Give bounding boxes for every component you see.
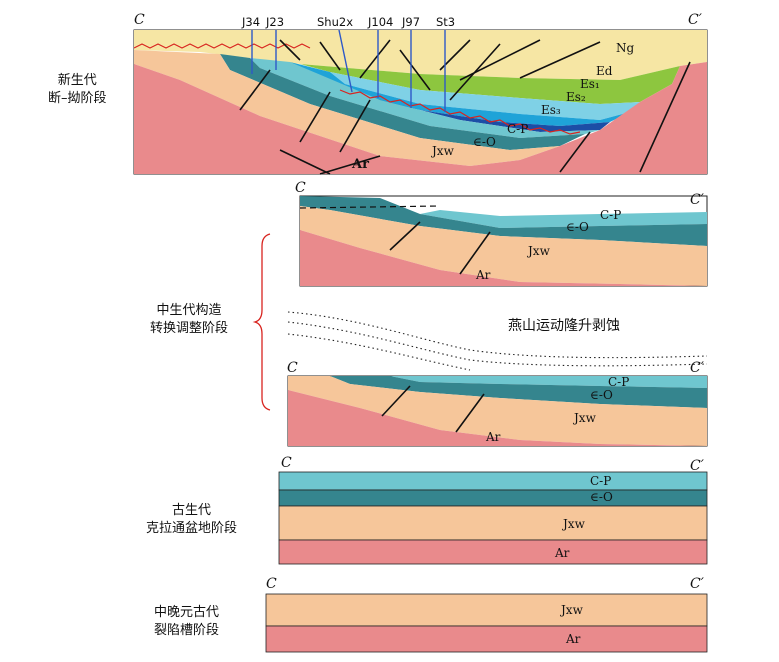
unit-label-cp-1: C-P	[507, 122, 528, 136]
stage-label-paleozoic-line2: 克拉通盆地阶段	[146, 521, 238, 536]
section-end-label: C′	[688, 12, 703, 28]
unit-label-jxw-1: Jxw	[430, 144, 455, 158]
erosion-boundary-dash	[299, 205, 441, 209]
stage-label-paleozoic: 古生代 克拉通盆地阶段	[146, 502, 237, 538]
stage-label-proterozoic: 中晚元古代 裂陷槽阶段	[154, 604, 219, 640]
layer-ar-3	[288, 390, 707, 446]
unit-label-ng: Ng	[616, 41, 635, 55]
unit-label-eo-3: ∈-O	[590, 388, 613, 402]
event-label-yanshan: 燕山运动隆升剥蚀	[508, 318, 620, 334]
section-end-label-2: C′	[690, 192, 705, 208]
uplift-erosion-curves	[287, 311, 708, 371]
unit-label-es3: Es₃	[541, 103, 561, 117]
layer-cp-1	[250, 58, 600, 138]
section-end-label-3: C′	[690, 360, 705, 376]
unit-label-jxw-3: Jxw	[572, 411, 597, 425]
stage-label-proterozoic-line2: 裂陷槽阶段	[154, 623, 220, 638]
layer-es3	[350, 94, 610, 132]
well-label-shu2x: Shu2x	[317, 15, 353, 29]
panel-proterozoic: C C′ Jxw Ar	[265, 576, 708, 653]
layer-jxw-5	[265, 593, 708, 627]
layer-eo-4	[278, 489, 708, 507]
stage-label-mesozoic-line2: 转换调整阶段	[150, 321, 229, 336]
well-label-j34: J34	[241, 15, 260, 29]
layer-cp-4	[278, 471, 708, 491]
stage-label-mesozoic: 中生代构造 转换调整阶段	[150, 302, 228, 338]
section-end-label-5: C′	[690, 576, 705, 592]
stage-label-cenozoic: 新生代 断–拗阶段	[48, 72, 107, 108]
unit-label-ar-5: Ar	[565, 632, 581, 646]
section-start-label-5: C	[266, 576, 277, 592]
unit-label-cp-3: C-P	[608, 375, 629, 389]
section-end-label-4: C′	[690, 458, 705, 474]
layer-eo-3	[330, 376, 707, 408]
well-bores	[251, 29, 446, 112]
unit-label-ar-2: Ar	[475, 268, 491, 282]
stage-label-cenozoic-line1: 新生代	[57, 73, 97, 88]
unit-label-eo-1: ∈-O	[473, 135, 496, 149]
layer-eo-1	[220, 54, 585, 150]
unit-label-cp-2: C-P	[600, 208, 621, 222]
well-label-st3: St3	[436, 15, 455, 29]
section-start-label: C	[134, 12, 145, 28]
stage-label-mesozoic-line1: 中生代构造	[156, 303, 222, 318]
layer-ed	[300, 64, 680, 104]
unit-label-eo-4: ∈-O	[590, 490, 613, 504]
well-bore-shu2x	[338, 29, 353, 93]
section-start-label-4: C	[281, 455, 292, 471]
section-start-label-2: C	[295, 180, 306, 196]
panel-mesozoic-lower: C C′ C-P ∈-O Jxw Ar	[287, 360, 708, 447]
well-labels: J34 J23 Shu2x J104 J97 St3	[241, 15, 455, 29]
layer-eo-2	[300, 196, 707, 246]
unit-label-ar-3: Ar	[485, 430, 501, 444]
panel-paleozoic: C C′ C-P ∈-O Jxw Ar	[278, 455, 708, 565]
layer-jxw-1	[134, 50, 560, 166]
unit-label-ar-4: Ar	[554, 546, 570, 560]
unit-label-es1: Es₁	[580, 77, 600, 91]
faults-mesozoic-upper	[389, 221, 491, 275]
well-label-j97: J97	[401, 15, 420, 29]
unit-label-eo-2: ∈-O	[566, 220, 589, 234]
layer-ar-5	[265, 625, 708, 653]
layer-ar-2	[300, 230, 707, 286]
unit-label-jxw-4: Jxw	[561, 517, 586, 531]
layer-ng	[134, 30, 707, 80]
faults-cenozoic	[239, 39, 691, 175]
stage-label-paleozoic-line1: 古生代	[172, 503, 212, 518]
unit-label-cp-4: C-P	[590, 474, 611, 488]
well-label-j104: J104	[367, 15, 393, 29]
section-start-label-3: C	[287, 360, 298, 376]
well-label-j23: J23	[265, 15, 284, 29]
unit-label-jxw-5: Jxw	[559, 603, 584, 617]
unit-label-jxw-2: Jxw	[526, 244, 551, 258]
layer-jxw-3	[288, 376, 707, 446]
stage-label-proterozoic-line1: 中晚元古代	[154, 605, 220, 620]
faults-mesozoic-lower	[381, 385, 485, 433]
unconformity-line-basin	[339, 89, 581, 135]
panel-mesozoic-upper: C C′ C-P ∈-O Jxw Ar	[295, 180, 708, 287]
layer-ar-1	[134, 62, 707, 174]
stage-label-cenozoic-line2: 断–拗阶段	[48, 91, 107, 106]
unconformity-line	[133, 43, 311, 49]
layer-cp-3	[390, 376, 707, 388]
unit-label-ar-1: Ar	[351, 157, 369, 172]
stage-brace-mesozoic	[252, 233, 271, 411]
layer-cp-2	[420, 210, 707, 228]
layer-ar-4	[278, 539, 708, 565]
unit-label-es2: Es₂	[566, 90, 586, 104]
layer-jxw-2	[300, 206, 707, 286]
panel-cenozoic: J34 J23 Shu2x J104 J97 St3 C C′ Ng Ed Es…	[133, 12, 708, 175]
layer-es1	[330, 72, 640, 120]
unit-label-ed: Ed	[596, 64, 613, 78]
layer-jxw-4	[278, 505, 708, 541]
